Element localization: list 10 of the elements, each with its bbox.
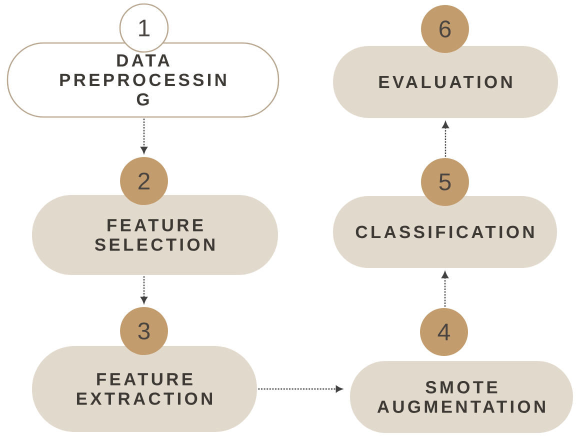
arrow (258, 386, 342, 392)
arrow (442, 122, 449, 157)
step-box: FEATURE SELECTION (32, 195, 278, 275)
arrow (140, 118, 148, 154)
step-box: CLASSIFICATION (333, 196, 557, 268)
step-box: SMOTE AUGMENTATION (350, 361, 573, 433)
arrow (140, 276, 148, 304)
step-box: EVALUATION (333, 46, 558, 118)
step-box: FEATURE EXTRACTION (32, 346, 257, 432)
arrow (442, 272, 448, 307)
